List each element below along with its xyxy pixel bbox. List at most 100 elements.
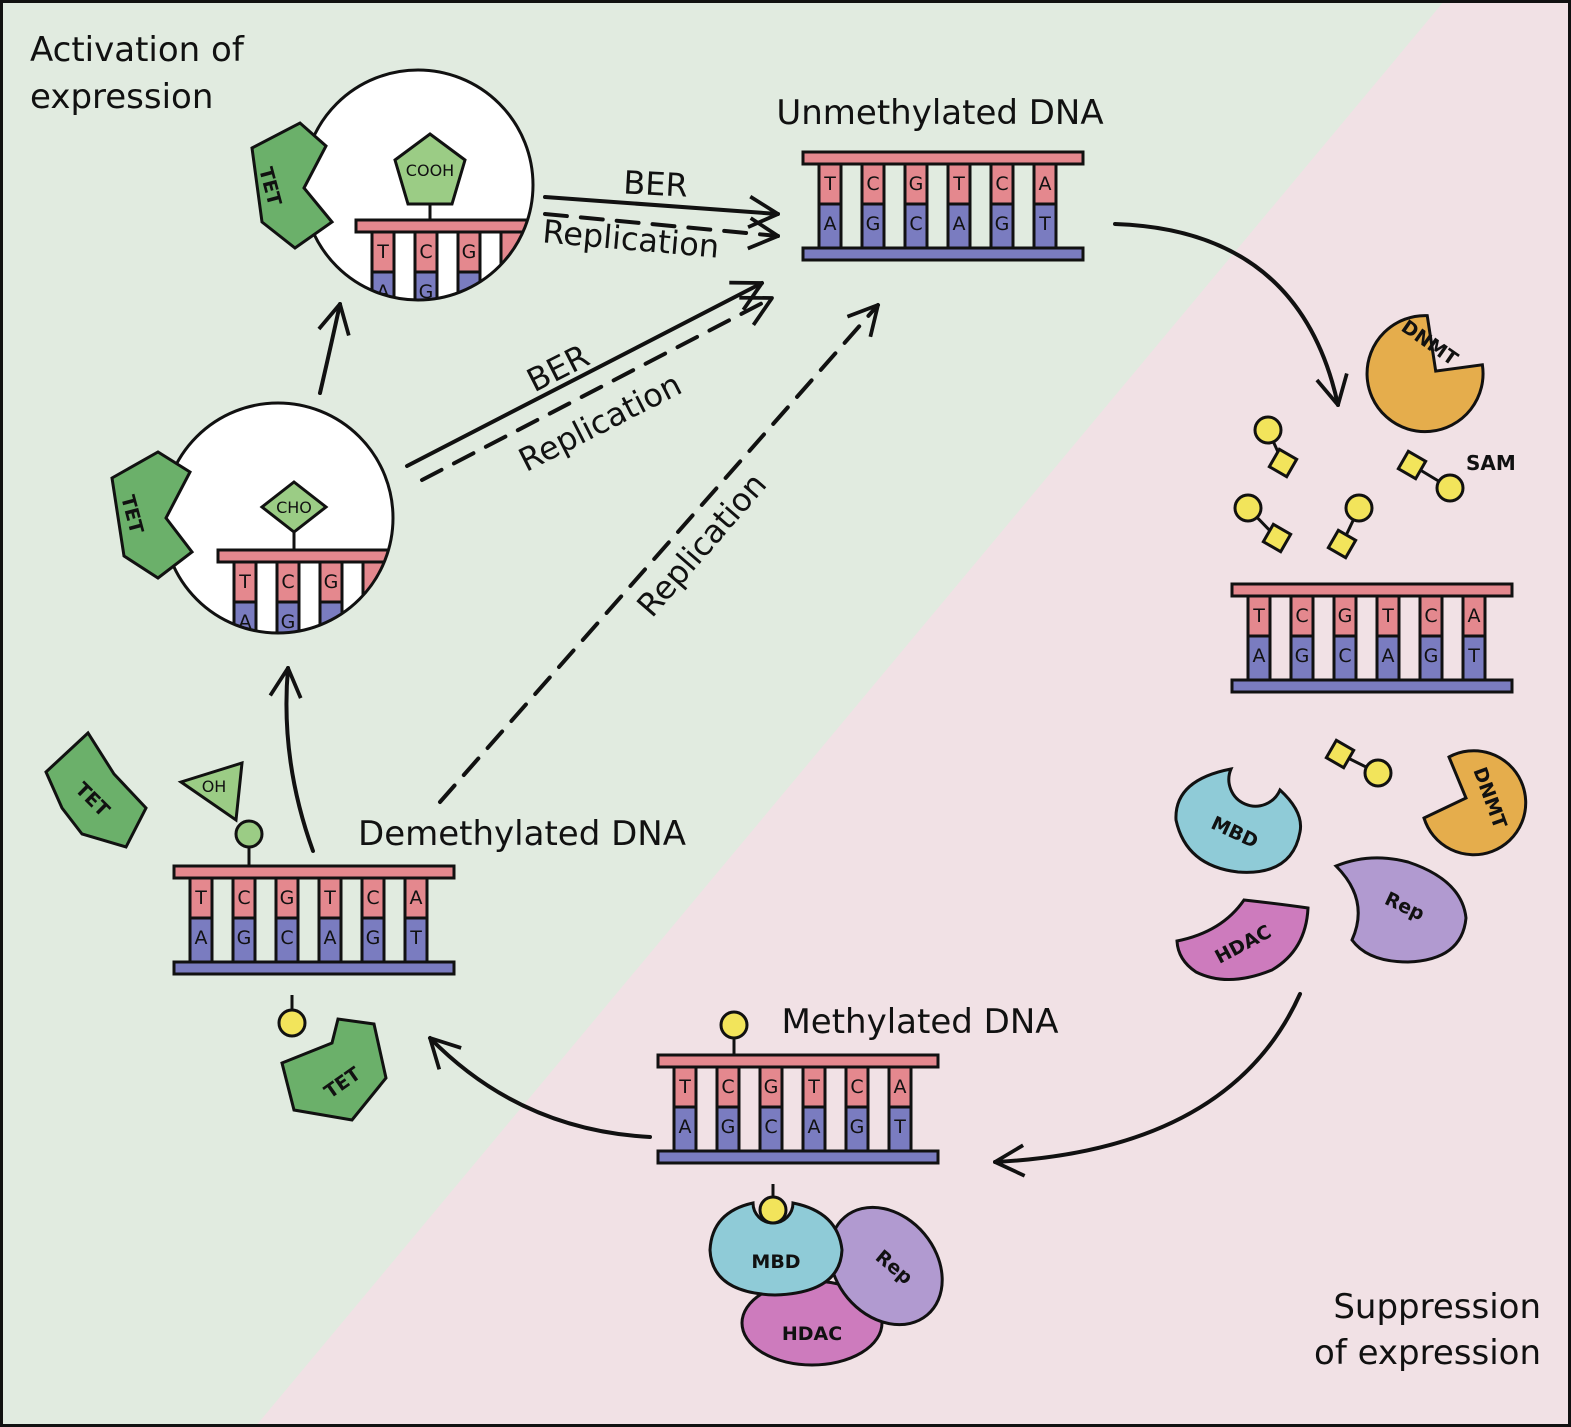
- rep-protein-icon: Rep: [828, 1205, 944, 1327]
- bottom-base-label: G: [721, 1116, 736, 1138]
- binding-arrow: [993, 992, 1302, 1178]
- bottom-base-label: T: [1467, 645, 1480, 667]
- base-pair: CG: [275, 560, 301, 633]
- bottom-base-label: G: [419, 281, 434, 303]
- replication-arrow-1: [543, 212, 780, 251]
- base-pair: CG: [1418, 594, 1444, 686]
- base-pair: CG: [360, 876, 386, 968]
- rep-protein-icon: Rep: [1333, 856, 1468, 964]
- bottom-base-label: A: [679, 1116, 692, 1138]
- top-base-label: C: [419, 241, 432, 263]
- sam-label: SAM: [1466, 451, 1516, 475]
- bottom-base-label: G: [850, 1116, 865, 1138]
- bottom-base-label: T: [409, 927, 422, 949]
- demethylated-dna-title: Demethylated DNA: [358, 814, 686, 854]
- bottom-base-label: A: [953, 213, 966, 235]
- top-base-label: T: [194, 887, 207, 909]
- oxidation-arrow-1: [268, 666, 315, 853]
- top-base-label: T: [678, 1076, 691, 1098]
- top-base-label: T: [323, 887, 336, 909]
- activation-label-line2: expression: [30, 77, 213, 117]
- bottom-base-label: A: [1253, 645, 1266, 667]
- top-base-label: A: [1039, 173, 1052, 195]
- tet-enzyme-icon: TET: [250, 121, 335, 250]
- dnmt-enzyme-icon: DNMT: [1422, 749, 1528, 857]
- mbd-label: MBD: [751, 1251, 800, 1273]
- bottom-base-label: C: [1338, 645, 1351, 667]
- bottom-base-label: A: [324, 927, 337, 949]
- base-pair: CG: [860, 162, 886, 254]
- bottom-base-label: A: [1382, 645, 1395, 667]
- base-pair: TA: [801, 1065, 827, 1157]
- bottom-base-label: A: [195, 927, 208, 949]
- unmethylated-dna-title: Unmethylated DNA: [776, 93, 1103, 133]
- bottom-base-label: G: [366, 927, 381, 949]
- bottom-base-label: G: [995, 213, 1010, 235]
- top-base-label: T: [1252, 605, 1265, 627]
- bottom-base-label: G: [1424, 645, 1439, 667]
- top-base-label: C: [237, 887, 250, 909]
- top-base-label: C: [995, 173, 1008, 195]
- methyl-group-icon: [758, 1195, 788, 1225]
- top-base-label: A: [894, 1076, 907, 1098]
- top-strand-backbone: [656, 1053, 940, 1069]
- tet-enzyme-icon: TET: [44, 730, 148, 849]
- sam-molecule-icon: [1324, 738, 1393, 788]
- methyl-group-icon: [234, 819, 264, 849]
- bottom-base-label: C: [764, 1116, 777, 1138]
- oh-group-icon: OH: [177, 760, 244, 823]
- base-pair: CG: [413, 230, 439, 303]
- bottom-base-label: A: [808, 1116, 821, 1138]
- top-base-label: G: [462, 241, 477, 263]
- bottom-strand-backbone: [172, 960, 456, 976]
- sam-molecule-icon: [1326, 493, 1374, 560]
- methyl-group-icon: [719, 1010, 749, 1040]
- repression-complex: HDAC Rep MBD: [708, 1184, 944, 1367]
- top-strand-backbone: [801, 150, 1085, 166]
- bottom-base-label: A: [824, 213, 837, 235]
- top-base-label: G: [280, 887, 295, 909]
- top-base-label: A: [1468, 605, 1481, 627]
- svg-text:OH: OH: [202, 777, 227, 796]
- top-base-label: G: [764, 1076, 779, 1098]
- top-base-label: T: [807, 1076, 820, 1098]
- suppression-label-line1: Suppression: [1333, 1287, 1541, 1327]
- bottom-base-label: G: [1295, 645, 1310, 667]
- top-base-label: C: [1424, 605, 1437, 627]
- activation-label-line1: Activation of: [30, 30, 245, 70]
- ber-arrow-2: [405, 280, 764, 468]
- oxidation-arrow-2: [317, 302, 351, 395]
- base-pair: AT: [403, 876, 429, 968]
- top-base-label: G: [1338, 605, 1353, 627]
- bottom-base-label: T: [1038, 213, 1051, 235]
- top-base-label: C: [866, 173, 879, 195]
- base-pair: GC: [1332, 594, 1358, 686]
- methyl-group-icon: [277, 1008, 307, 1038]
- base-pair: TA: [672, 1065, 698, 1157]
- bottom-base-label: T: [893, 1116, 906, 1138]
- base-pair: CG: [844, 1065, 870, 1157]
- bottom-base-label: G: [866, 213, 881, 235]
- top-base-label: T: [238, 571, 251, 593]
- base-pair: CG: [1289, 594, 1315, 686]
- top-base-label: G: [909, 173, 924, 195]
- base-pair: TA: [317, 876, 343, 968]
- replication-arrow-3: [438, 303, 880, 804]
- cycle-arrows: [268, 195, 1349, 1178]
- hdac-label: HDAC: [782, 1323, 842, 1345]
- top-base-label: C: [850, 1076, 863, 1098]
- base-pair: CG: [715, 1065, 741, 1157]
- top-base-label: T: [823, 173, 836, 195]
- sam-molecule-icon: [1253, 415, 1299, 479]
- sam-molecule-icon: [1233, 493, 1293, 554]
- bottom-strand-backbone: [1230, 678, 1514, 694]
- base-pair: TA: [817, 162, 843, 254]
- base-pair: AT: [1032, 162, 1058, 254]
- ber-label-1: BER: [622, 163, 688, 204]
- hdac-protein-icon: HDAC: [1175, 898, 1310, 982]
